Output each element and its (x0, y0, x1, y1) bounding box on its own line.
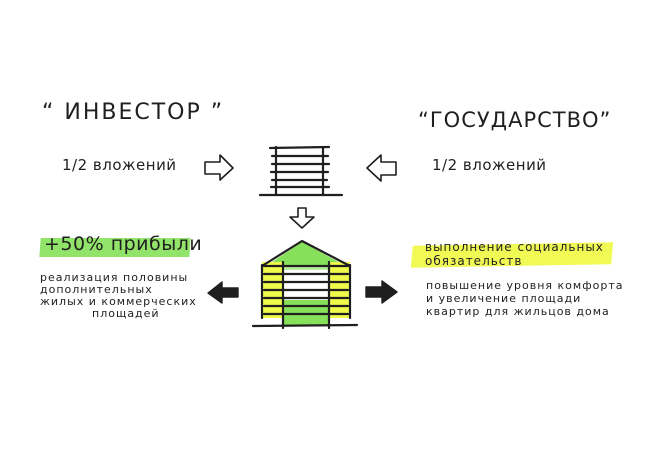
investor-description-line: жилых и коммерческих (40, 295, 197, 308)
state-description-line: и увеличение площади (426, 292, 582, 305)
hollow-arrow-down-icon (289, 207, 315, 229)
investor-description-line: дополнительных (40, 283, 153, 296)
state-obligation-line: выполнение социальных (425, 240, 604, 254)
investor-profit: +50% прибыли (44, 233, 203, 255)
hollow-arrow-right-icon (204, 154, 234, 181)
state-share: 1/2 вложений (432, 156, 547, 174)
state-obligation-line: обязательств (425, 254, 523, 268)
state-description-line: квартир для жильцов дома (426, 305, 610, 318)
investor-description: реализация половины дополнительных жилых… (40, 272, 240, 320)
state-description: повышение уровня комфорта и увеличение п… (426, 279, 636, 318)
investor-share: 1/2 вложений (62, 156, 177, 174)
investor-description-line: площадей (92, 307, 160, 320)
state-obligation: выполнение социальных обязательств (425, 240, 625, 268)
state-title: “ГОСУДАРСТВО” (418, 108, 612, 132)
solid-arrow-left-icon (207, 281, 239, 304)
expanded-building-icon (251, 239, 359, 330)
solid-arrow-right-icon (365, 280, 398, 304)
investor-title: “ ИНВЕСТОР ” (42, 100, 225, 125)
building-icon (258, 145, 344, 197)
hollow-arrow-left-icon (366, 154, 397, 182)
state-description-line: повышение уровня комфорта (426, 279, 624, 292)
investor-description-line: реализация половины (40, 271, 189, 284)
